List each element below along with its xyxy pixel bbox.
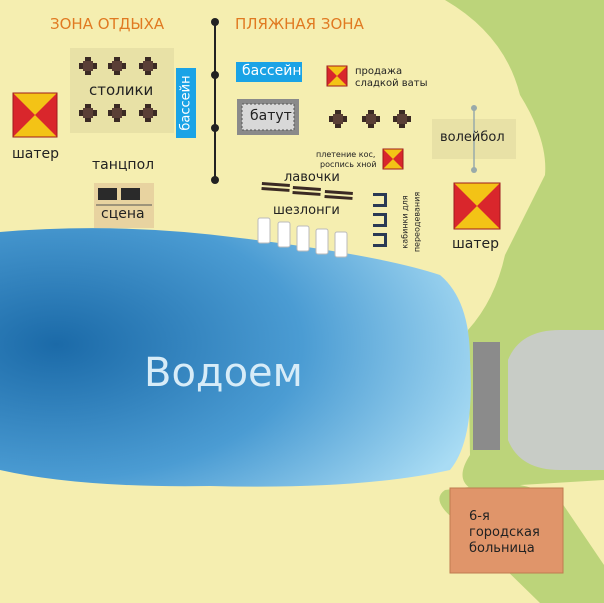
changing-cabins — [373, 193, 387, 247]
zone-title-beach: ПЛЯЖНАЯ ЗОНА — [235, 15, 364, 33]
dancefloor-label: танцпол — [92, 157, 155, 173]
volleyball-label: волейбол — [440, 130, 505, 145]
cotton-candy-label-1: продажа — [355, 66, 403, 77]
trampoline — [237, 99, 299, 135]
cotton-candy-label-2: сладкой ваты — [355, 78, 428, 89]
cotton-candy-icon — [326, 65, 348, 87]
pool-vertical — [176, 68, 196, 138]
table-with-chairs — [79, 57, 97, 75]
bench — [261, 186, 290, 192]
volleyball-court — [432, 105, 516, 173]
table-with-chairs — [139, 104, 157, 122]
zone-divider — [211, 18, 219, 184]
lounger — [315, 228, 329, 255]
benches-label: лавочки — [284, 170, 340, 185]
hospital-label-3: больница — [469, 541, 535, 556]
trampoline-label: батут — [250, 108, 292, 124]
henna-icon — [382, 148, 404, 170]
pier — [473, 342, 500, 450]
cabin — [373, 213, 387, 227]
pool-horizontal-label: бассейн — [242, 63, 302, 79]
zone-title-rest: ЗОНА ОТДЫХА — [50, 15, 165, 33]
stage-label: сцена — [101, 206, 145, 222]
table-with-chairs — [329, 110, 347, 128]
bench — [292, 186, 321, 191]
cabins-label-2: переодевания — [412, 191, 422, 253]
tables-label: столики — [89, 81, 154, 99]
cabins-label-1: кабинки для — [400, 195, 410, 249]
pond-label: Водоем — [144, 350, 303, 396]
cabin — [373, 193, 387, 207]
pool-vertical-label: бассейн — [178, 75, 194, 131]
stage — [94, 183, 154, 228]
tent-right-label: шатер — [452, 236, 500, 252]
table-with-chairs — [362, 110, 380, 128]
bench — [292, 190, 321, 196]
lounger — [277, 221, 291, 248]
table-with-chairs — [108, 104, 126, 122]
table-with-chairs — [79, 104, 97, 122]
henna-label-1: плетение кос, — [316, 150, 376, 159]
pond — [0, 228, 471, 487]
table-with-chairs — [139, 57, 157, 75]
loungers-label: шезлонги — [273, 203, 340, 218]
parking-area — [508, 330, 604, 470]
tent-right-icon — [453, 182, 501, 230]
henna-label-2: роспись хной — [320, 160, 377, 169]
tent-left-label: шатер — [12, 146, 60, 162]
table-with-chairs — [108, 57, 126, 75]
bench — [324, 190, 353, 195]
bench — [324, 194, 353, 200]
lounger — [334, 231, 348, 258]
cabin — [373, 233, 387, 247]
loungers — [257, 217, 348, 258]
bench — [261, 182, 290, 187]
hospital-label-1: 6-я — [469, 509, 490, 524]
lounger — [296, 225, 310, 252]
pool-horizontal — [236, 62, 302, 82]
benches — [261, 182, 353, 200]
lounger — [257, 217, 271, 244]
tent-left-icon — [12, 92, 58, 138]
hospital-building — [449, 487, 564, 574]
hospital-label-2: городская — [469, 525, 540, 540]
table-with-chairs — [393, 110, 411, 128]
